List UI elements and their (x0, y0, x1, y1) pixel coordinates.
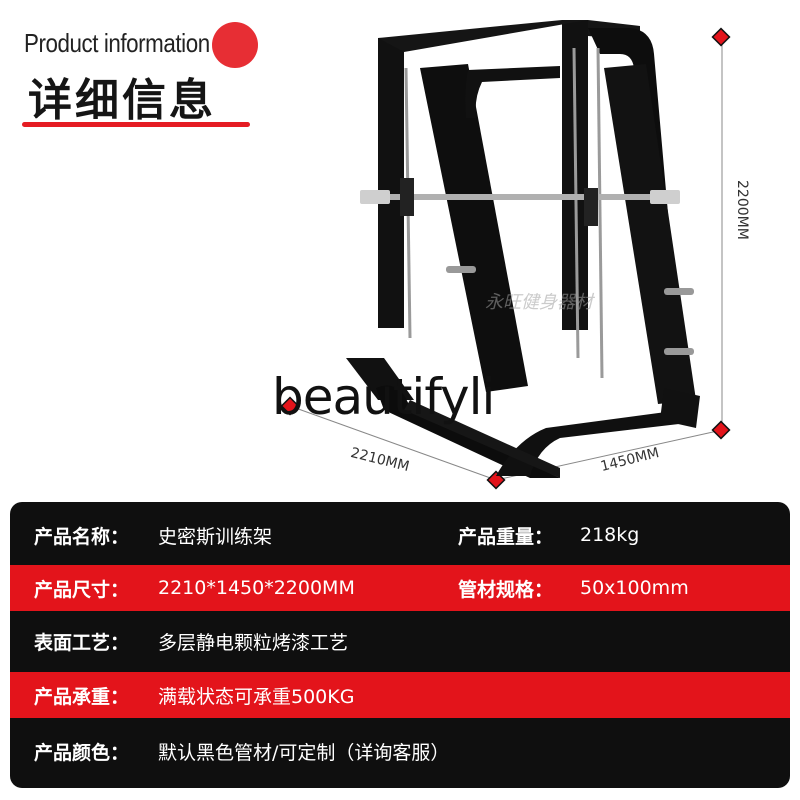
spec-value-color: 默认黑色管材/可定制（详询客服） (158, 741, 450, 764)
smith-machine-illustration (280, 20, 731, 490)
spec-row-color: 产品颜色： 默认黑色管材/可定制（详询客服） (10, 728, 790, 774)
header-title-en: Product information (24, 28, 210, 58)
header: Product information 详细信息 (0, 0, 800, 140)
spec-value-load: 满载状态可承重500KG (158, 685, 355, 708)
watermark: 永旺健身器材 (485, 292, 593, 313)
spec-label-finish: 表面工艺： (34, 631, 130, 654)
product-image (260, 8, 800, 498)
red-dot-decoration (212, 22, 258, 68)
spec-label-color: 产品颜色： (34, 741, 130, 764)
spec-label-size: 产品尺寸： (34, 578, 130, 601)
spec-value-name: 史密斯训练架 (158, 525, 273, 548)
dimension-marker (711, 420, 731, 440)
spec-value-pipe: 50x100mm (580, 577, 689, 599)
dimension-marker (280, 396, 300, 416)
spec-label-pipe: 管材规格： (458, 578, 554, 601)
spec-row-finish: 表面工艺： 多层静电颗粒烤漆工艺 (10, 618, 790, 664)
width-dimension-line (289, 405, 497, 481)
height-dimension-label: 2200MM (734, 180, 750, 240)
spec-label-weight: 产品重量： (458, 525, 554, 548)
overlay-text: beautifyli (272, 368, 495, 426)
spec-row-load: 产品承重： 满载状态可承重500KG (10, 672, 790, 718)
spec-panel: 产品名称： 史密斯训练架 产品重量： 218kg 产品尺寸： 2210*1450… (10, 502, 790, 788)
spec-value-size: 2210*1450*2200MM (158, 577, 355, 599)
spec-label-load: 产品承重： (34, 685, 130, 708)
spec-row-size-pipe: 产品尺寸： 2210*1450*2200MM 管材规格： 50x100mm (10, 565, 790, 611)
header-underline (22, 122, 250, 127)
spec-value-weight: 218kg (580, 524, 640, 546)
dimension-marker (711, 27, 731, 47)
spec-value-finish: 多层静电颗粒烤漆工艺 (158, 631, 349, 654)
spec-row-name-weight: 产品名称： 史密斯训练架 产品重量： 218kg (10, 512, 790, 558)
header-title-cn: 详细信息 (28, 75, 216, 126)
spec-label-name: 产品名称： (34, 525, 130, 548)
